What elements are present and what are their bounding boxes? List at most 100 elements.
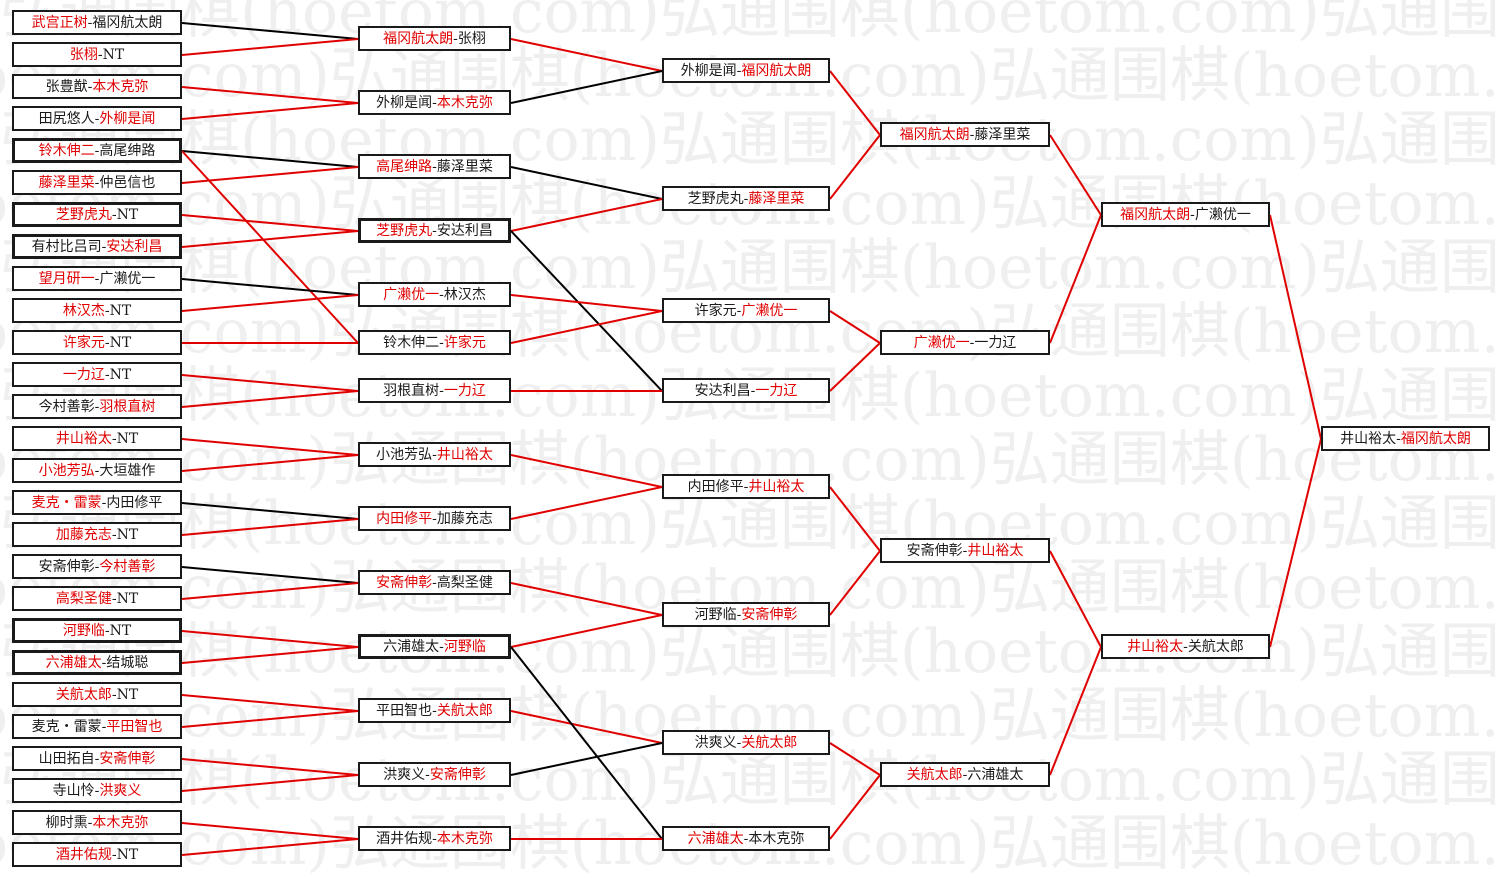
- match-box: 小池芳弘-大垣雄作: [12, 458, 182, 483]
- player-a-name: 有村比吕司: [31, 238, 102, 255]
- player-a-name: 羽根直树: [383, 382, 440, 399]
- player-a-name: 外柳是闻: [376, 94, 433, 111]
- match-box: 芝野虎丸-藤泽里菜: [662, 186, 830, 211]
- separator: -: [87, 14, 93, 31]
- player-b-name: 仲邑信也: [99, 174, 156, 191]
- winner-connector: [829, 486, 881, 552]
- player-a-name: 张栩: [69, 46, 98, 63]
- winner-connector: [829, 774, 881, 840]
- player-b-name: 福冈航太朗: [92, 14, 163, 31]
- player-b-name: 大垣雄作: [99, 462, 156, 479]
- player-b-name: 许家元: [443, 334, 486, 351]
- separator: -: [111, 526, 117, 543]
- player-a-name: 高梨圣健: [55, 590, 112, 607]
- match-box: 安斋伸彰-井山裕太: [880, 538, 1050, 563]
- winner-connector: [510, 614, 663, 648]
- player-b-name: 藤泽里菜: [748, 190, 805, 207]
- winner-connector: [181, 822, 359, 840]
- player-b-name: 福冈航太朗: [1400, 430, 1471, 447]
- player-a-name: 福冈航太朗: [383, 30, 454, 47]
- separator: -: [101, 494, 107, 511]
- winner-connector: [181, 102, 359, 120]
- separator: -: [94, 782, 100, 799]
- match-box: 张豊猷-本木克弥: [12, 74, 182, 99]
- player-a-name: 安斋伸彰: [376, 574, 433, 591]
- separator: -: [94, 110, 100, 127]
- player-a-name: 加藤充志: [55, 526, 112, 543]
- player-b-name: NT: [109, 366, 132, 383]
- player-a-name: 井山裕太: [55, 430, 112, 447]
- separator: -: [111, 686, 117, 703]
- match-box: 内田修平-井山裕太: [662, 474, 830, 499]
- player-b-name: 本木克弥: [436, 830, 493, 847]
- winner-connector: [181, 294, 359, 312]
- separator: -: [736, 62, 742, 79]
- player-a-name: 六浦雄太: [687, 830, 744, 847]
- match-box: 福冈航太朗-藤泽里菜: [880, 122, 1050, 147]
- player-b-name: 广濑优一: [741, 302, 798, 319]
- player-a-name: 广濑优一: [913, 334, 970, 351]
- player-a-name: 平田智也: [376, 702, 433, 719]
- match-box: 广濑优一-林汉杰: [358, 282, 511, 307]
- player-a-name: 福冈航太朗: [1120, 206, 1191, 223]
- winner-connector: [510, 38, 663, 72]
- player-b-name: 张栩: [457, 30, 486, 47]
- loser-connector: [181, 150, 359, 168]
- match-box: 林汉杰-NT: [12, 298, 182, 323]
- winner-connector: [829, 742, 881, 776]
- match-box: 高梨圣健-NT: [12, 586, 182, 611]
- player-a-name: 六浦雄太: [383, 638, 440, 655]
- separator: -: [439, 334, 444, 351]
- match-box: 安斋伸彰-今村善彰: [12, 554, 182, 579]
- player-b-name: 一力辽: [755, 382, 798, 399]
- winner-connector: [181, 38, 359, 56]
- player-b-name: 安斋伸彰: [429, 766, 486, 783]
- player-b-name: 安达利昌: [436, 222, 493, 239]
- player-b-name: 高尾绅路: [99, 142, 156, 159]
- player-b-name: NT: [102, 46, 125, 63]
- loser-connector: [510, 742, 663, 776]
- match-box: 井山裕太-关航太郎: [1101, 634, 1270, 659]
- match-box: 河野临-安斋伸彰: [662, 602, 830, 627]
- player-a-name: 山田拓自: [38, 750, 95, 767]
- player-b-name: 内田修平: [106, 494, 163, 511]
- winner-connector: [181, 758, 359, 776]
- match-box: 洪爽义-关航太郎: [662, 730, 830, 755]
- separator: -: [432, 158, 437, 175]
- match-box: 山田拓自-安斋伸彰: [12, 746, 182, 771]
- player-b-name: NT: [109, 302, 132, 319]
- player-a-name: 小池芳弘: [376, 446, 433, 463]
- match-box: 酒井佑规-本木克弥: [358, 826, 511, 851]
- player-b-name: 安达利昌: [106, 238, 163, 255]
- match-box: 河野临-NT: [12, 618, 182, 643]
- separator: -: [104, 302, 110, 319]
- player-a-name: 铃木伸二: [38, 142, 95, 159]
- player-b-name: 平田智也: [106, 718, 163, 735]
- separator: -: [1183, 638, 1188, 655]
- separator: -: [94, 462, 100, 479]
- player-b-name: NT: [116, 206, 139, 223]
- loser-connector: [510, 230, 663, 392]
- match-box: 六浦雄太-结城聪: [12, 650, 182, 675]
- player-b-name: 林汉杰: [443, 286, 486, 303]
- player-b-name: NT: [116, 430, 139, 447]
- loser-connector: [510, 70, 663, 104]
- match-box: 六浦雄太-本木克弥: [662, 826, 830, 851]
- separator: -: [104, 334, 110, 351]
- player-a-name: 井山裕太: [1127, 638, 1184, 655]
- player-b-name: 安斋伸彰: [741, 606, 798, 623]
- separator: -: [111, 206, 117, 223]
- winner-connector: [181, 230, 359, 248]
- player-a-name: 铃木伸二: [383, 334, 440, 351]
- player-a-name: 安斋伸彰: [906, 542, 963, 559]
- winner-connector: [1049, 214, 1102, 344]
- winner-connector: [181, 374, 359, 392]
- player-b-name: NT: [109, 334, 132, 351]
- player-a-name: 安达利昌: [694, 382, 751, 399]
- player-a-name: 寺山怜: [52, 782, 95, 799]
- match-box: 麦克・雷蒙-内田修平: [12, 490, 182, 515]
- separator: -: [432, 702, 437, 719]
- winner-connector: [510, 582, 663, 616]
- player-a-name: 内田修平: [687, 478, 744, 495]
- player-b-name: 河野临: [443, 638, 486, 655]
